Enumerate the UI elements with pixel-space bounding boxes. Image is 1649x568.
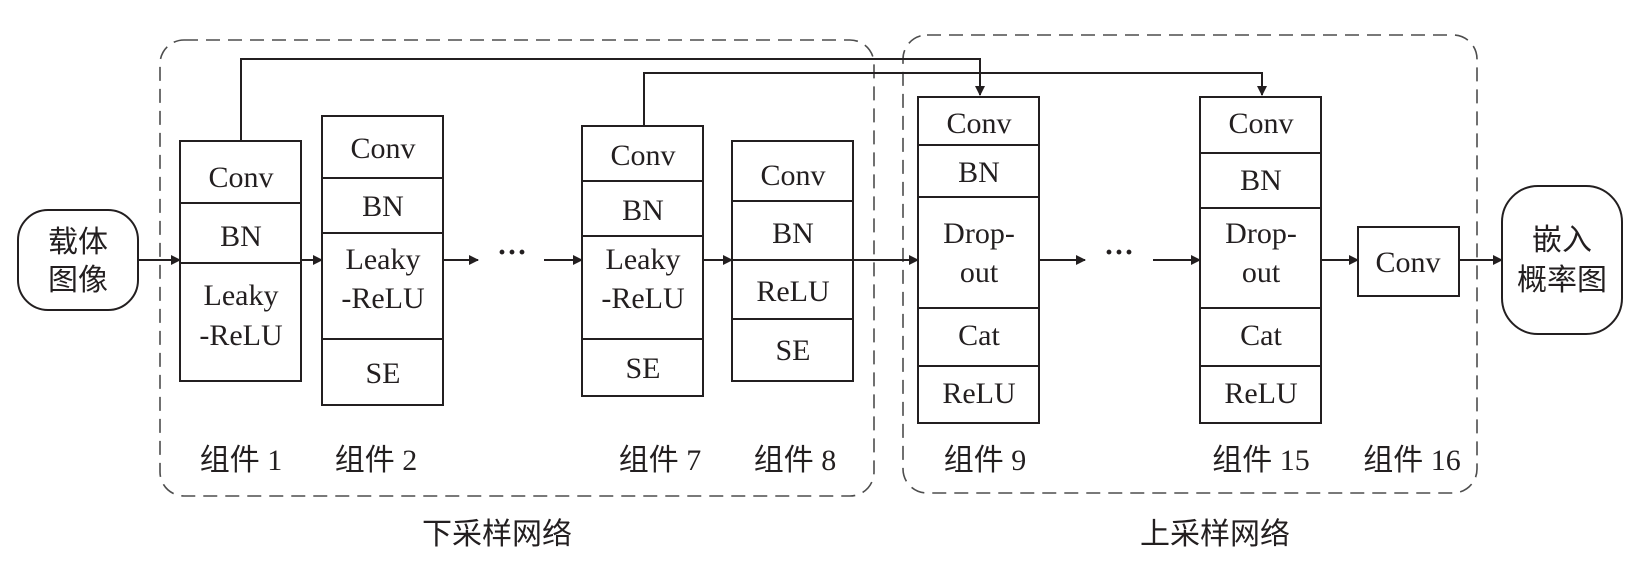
component-7: Conv BN Leaky -ReLU SE [581, 125, 704, 397]
downsample-network-region [159, 39, 875, 497]
ellipsis-up: ··· [1104, 236, 1134, 269]
c9-bn: BN [958, 156, 1000, 189]
skip-connection-7-to-15 [643, 72, 1267, 126]
c9-out: out [960, 256, 999, 289]
c1-conv: Conv [208, 161, 273, 194]
component-15: Conv BN Drop- out Cat ReLU [1199, 96, 1322, 424]
component-8: Conv BN ReLU SE [731, 140, 854, 382]
label-component-1: 组件 1 [200, 444, 283, 477]
svg-text:嵌入: 嵌入 [1532, 224, 1592, 257]
skip-connection-1-to-9 [240, 58, 985, 141]
c2-bn: BN [362, 190, 404, 223]
component-1: Conv BN Leaky -ReLU [179, 140, 302, 382]
c9-relu: ReLU [942, 377, 1016, 410]
c7-bn: BN [622, 194, 664, 227]
c9-drop: Drop- [943, 217, 1015, 250]
c15-bn: BN [1240, 164, 1282, 197]
c15-conv: Conv [1228, 107, 1293, 140]
c1-bn: BN [220, 220, 262, 253]
svg-text:载体: 载体 [48, 226, 108, 259]
c15-out: out [1242, 256, 1281, 289]
c16-conv: Conv [1375, 246, 1440, 279]
label-component-7: 组件 7 [619, 444, 702, 477]
component-9: Conv BN Drop- out Cat ReLU [917, 96, 1040, 424]
caption-downsample-network: 下采样网络 [422, 518, 572, 551]
c2-conv: Conv [350, 132, 415, 165]
svg-text:图像: 图像 [48, 264, 108, 297]
c2-leaky: Leaky [346, 243, 421, 276]
c7-se: SE [625, 352, 660, 385]
c9-cat: Cat [958, 319, 1000, 352]
c15-relu: ReLU [1224, 377, 1298, 410]
c15-cat: Cat [1240, 319, 1282, 352]
component-16: Conv [1357, 226, 1460, 297]
output-node-embedding-probability-map: 嵌入 概率图 [1501, 185, 1623, 335]
c7-relu: -ReLU [601, 282, 685, 315]
c2-relu: -ReLU [341, 282, 425, 315]
label-component-9: 组件 9 [944, 444, 1027, 477]
c15-drop: Drop- [1225, 217, 1297, 250]
c8-relu: ReLU [756, 275, 830, 308]
c1-leaky: Leaky [204, 279, 279, 312]
component-2: Conv BN Leaky -ReLU SE [321, 115, 444, 406]
c7-conv: Conv [610, 139, 675, 172]
c8-conv: Conv [760, 159, 825, 192]
c1-relu: -ReLU [199, 319, 283, 352]
label-component-2: 组件 2 [335, 444, 418, 477]
label-component-8: 组件 8 [754, 444, 837, 477]
c9-conv: Conv [946, 107, 1011, 140]
label-component-16: 组件 16 [1363, 444, 1461, 477]
caption-upsample-network: 上采样网络 [1140, 518, 1290, 551]
c2-se: SE [365, 357, 400, 390]
input-node-carrier-image: 载体 图像 [17, 209, 139, 311]
c7-leaky: Leaky [606, 243, 681, 276]
label-component-15: 组件 15 [1212, 444, 1310, 477]
ellipsis-down: ··· [497, 236, 527, 269]
svg-text:概率图: 概率图 [1517, 264, 1607, 297]
c8-bn: BN [772, 217, 814, 250]
c8-se: SE [775, 334, 810, 367]
